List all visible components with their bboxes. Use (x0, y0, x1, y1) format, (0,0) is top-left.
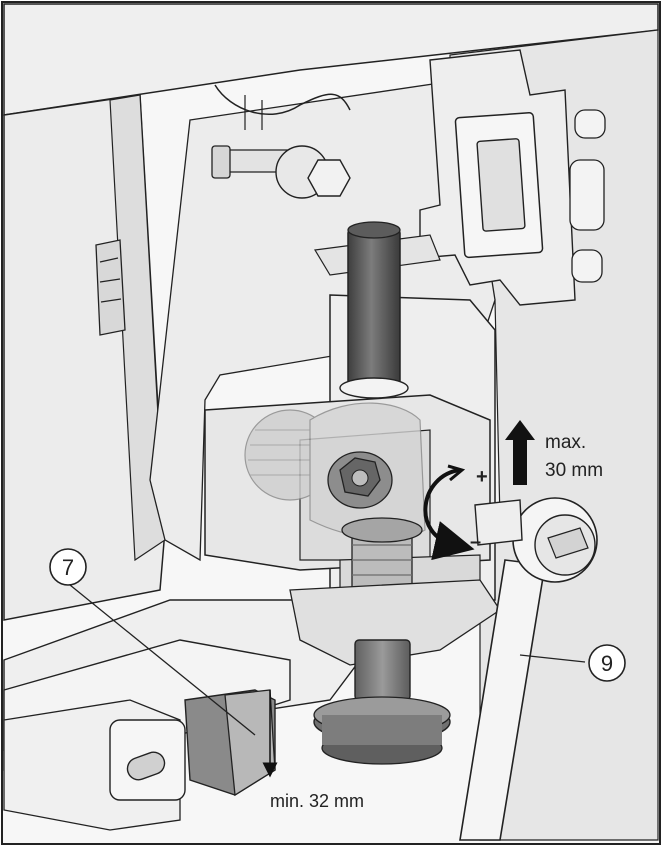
hex-rod (339, 221, 409, 399)
hinge-bracket (419, 49, 606, 306)
lift-arrow-icon (505, 420, 535, 485)
cabinet-top (3, 3, 659, 116)
side-clip (95, 239, 126, 336)
adjustable-foot (313, 639, 451, 765)
rotation-arrow-head (447, 464, 466, 482)
rail-slot (126, 751, 166, 781)
callout-9-label: 9 (601, 651, 613, 676)
min-label: min. 32 mm (270, 791, 364, 811)
callout-9-leader (519, 654, 586, 663)
callout-7-leader (69, 584, 256, 736)
callout-7-label: 7 (62, 555, 74, 580)
max-label-line1: max. (545, 432, 586, 453)
wrench (459, 497, 598, 841)
side-clip-ribs (99, 257, 122, 303)
upper-cable-ties (244, 95, 263, 130)
minus-sign: – (470, 531, 481, 553)
max-label-line2: 30 mm (545, 460, 603, 481)
plus-sign: + (476, 466, 488, 488)
callout-7-circle (49, 548, 87, 586)
spacer-block (184, 689, 278, 797)
rotation-arrow (423, 468, 475, 561)
lock-nut (327, 451, 393, 509)
callout-9-circle (588, 644, 626, 682)
upper-cable (214, 84, 351, 115)
hex-screw (211, 145, 351, 199)
base-flange (289, 579, 501, 666)
